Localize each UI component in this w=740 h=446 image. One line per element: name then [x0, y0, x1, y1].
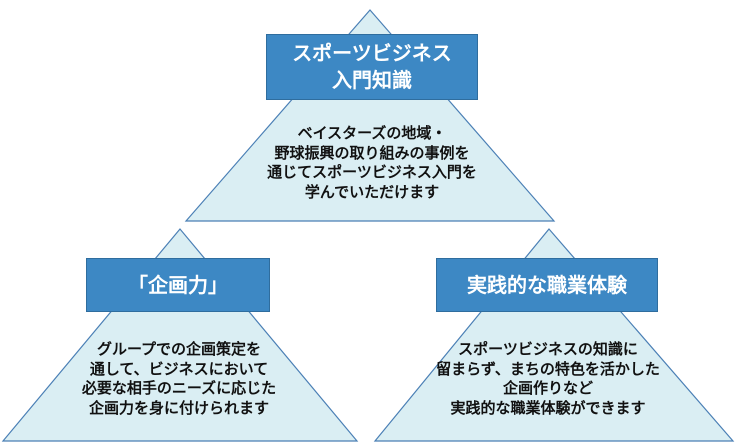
left-title-box: 「企画力」 [86, 258, 270, 312]
right-title-box: 実践的な職業体験 [436, 258, 658, 312]
top-description: ベイスターズの地域・ 野球振興の取り組みの事例を 通じてスポーツビジネス入門を … [267, 124, 477, 201]
right-description: スポーツビジネスの知識に 留まらず、まちの特色を活かした 企画作りなど 実践的な… [436, 340, 660, 417]
top-triangle [184, 9, 556, 222]
right-triangle [373, 228, 735, 442]
left-triangle [1, 228, 359, 442]
left-description: グループでの企画策定を 通して、ビジネスにおいて 必要な相手のニーズに応じた 企… [81, 340, 277, 417]
top-title-box: スポーツビジネス 入門知識 [266, 34, 478, 100]
